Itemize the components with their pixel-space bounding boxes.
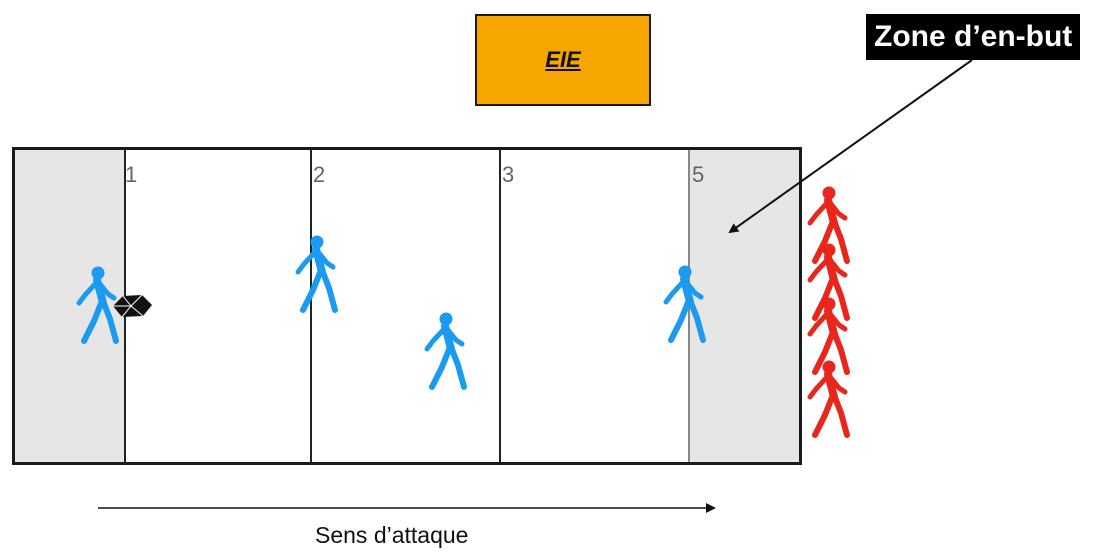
zone-line-2: [310, 150, 312, 462]
eie-box: EIE: [475, 14, 651, 106]
eie-label: EIE: [545, 47, 581, 72]
attacker-player-3: [427, 313, 464, 387]
zone-number-2: 2: [313, 162, 326, 187]
zone-en-but-callout: Zone d’en-but: [866, 14, 1081, 60]
defenders-group: [810, 187, 847, 435]
attacker-player-2: [298, 236, 335, 310]
zone-number-3: 3: [502, 162, 515, 187]
callout-arrow: [728, 59, 973, 234]
attacker-player-4: [666, 266, 703, 340]
endzone-right: [689, 150, 799, 462]
attackers-group: [79, 236, 703, 387]
direction-caption: Sens d’attaque: [315, 522, 469, 548]
zone-number-5: 5: [692, 162, 705, 187]
ball-icon: [113, 294, 152, 318]
zone-line-3: [499, 150, 501, 462]
attacker-player-1: [79, 267, 116, 341]
zone-number-1: 1: [125, 162, 138, 187]
